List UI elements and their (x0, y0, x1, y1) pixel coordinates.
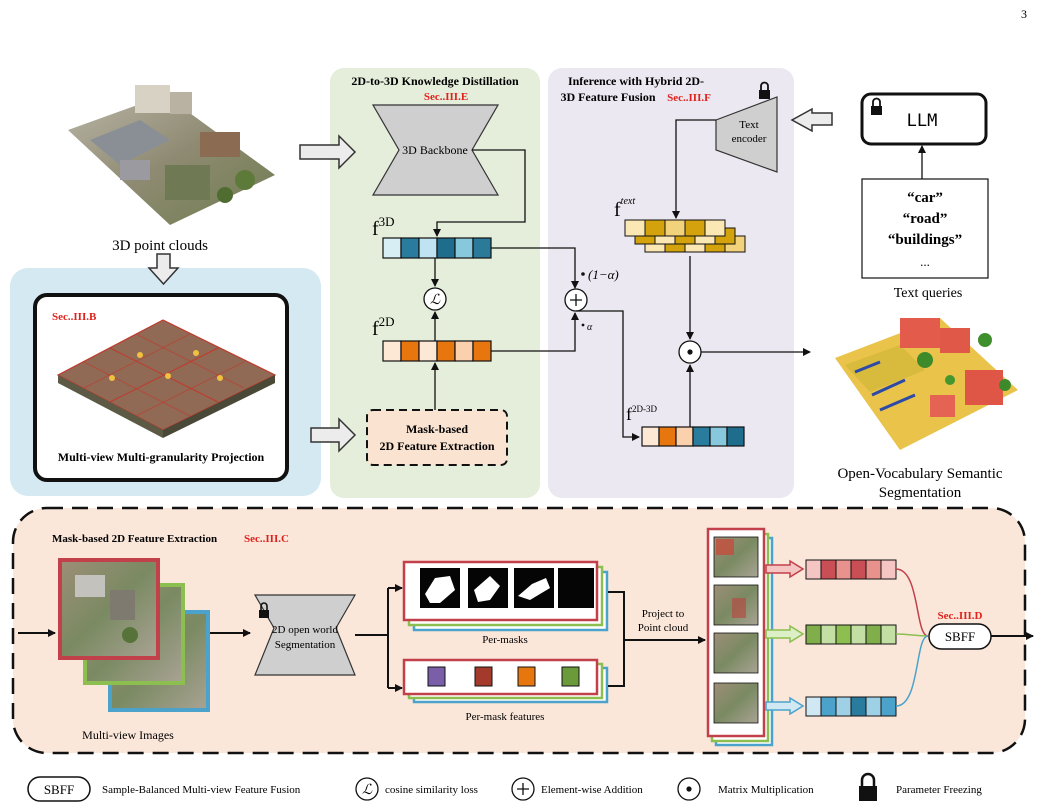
lock-icon (859, 772, 877, 801)
lock-icon (871, 97, 882, 115)
legend-freeze-text: Parameter Freezing (896, 784, 982, 796)
projection-sec: Sec..III.B (52, 311, 97, 323)
hybrid-feature-vector (641, 426, 745, 447)
text-queries-box (861, 178, 989, 279)
text-encoder-label-2: encoder (732, 133, 767, 145)
3d-backbone-label: 3D Backbone (402, 143, 468, 157)
multiview-images (58, 558, 210, 712)
query-item: “buildings” (888, 232, 962, 248)
bottom-sec: Sec..III.C (244, 533, 289, 545)
loss-circle-icon (355, 777, 379, 801)
mask-feature-box (366, 409, 508, 466)
loss-circle-icon (423, 287, 447, 311)
query-item: “car” (907, 190, 943, 206)
lock-icon (759, 81, 770, 99)
segmentation-output-image (835, 318, 1018, 450)
loss-symbol: ℒ (430, 293, 441, 308)
lock-icon (259, 602, 269, 618)
output-label-2: Segmentation (879, 485, 962, 501)
inference-title-2: 3D Feature Fusion (560, 90, 655, 104)
distill-sec: Sec..III.E (424, 91, 468, 103)
projected-images-column (706, 527, 774, 747)
legend-matmul-text: Matrix Multiplication (718, 784, 814, 796)
per-mask-features-stack (402, 658, 609, 704)
f2d-feature-vector (382, 340, 492, 362)
3d-backbone-block (371, 104, 500, 196)
sbff-label: SBFF (945, 629, 975, 644)
f3d-label: f3D (372, 214, 395, 240)
view-feature-vector-blue (805, 696, 897, 717)
text-feature-stack (624, 219, 746, 253)
legend-loss-symbol: ℒ (362, 783, 373, 798)
ftext-label: ftext (614, 196, 635, 221)
output-label-1: Open-Vocabulary Semantic (837, 466, 1002, 482)
llm-label: LLM (907, 111, 938, 131)
fhybrid-label: f2D-3D (626, 404, 657, 424)
per-masks-stack (402, 560, 609, 632)
per-mask-features-label: Per-mask features (466, 711, 545, 723)
projection-grid-image (56, 319, 277, 438)
weight-alpha: α (587, 322, 593, 333)
legend: SBFF Sample-Balanced Multi-view Feature … (27, 772, 982, 802)
segmentation-model-block (253, 594, 357, 676)
mask-box-line1: Mask-based (406, 422, 468, 436)
arrow-down-icon (147, 253, 180, 286)
f3d-feature-vector (382, 237, 492, 259)
distill-title: 2D-to-3D Knowledge Distillation (351, 74, 519, 88)
text-encoder-block (715, 96, 778, 173)
legend-sbff-text: Sample-Balanced Multi-view Feature Fusio… (102, 784, 301, 796)
arrow-left-icon (790, 107, 833, 133)
projection-title: Multi-view Multi-granularity Projection (58, 450, 265, 464)
query-item: ... (920, 254, 930, 269)
per-masks-label: Per-masks (482, 634, 528, 646)
bottom-title: Mask-based 2D Feature Extraction (52, 533, 217, 545)
seg-label-1: 2D open world (272, 624, 338, 636)
seg-label-2: Segmentation (275, 639, 336, 651)
project-label-2: Point cloud (638, 622, 689, 634)
legend-sbff-badge: SBFF (44, 782, 74, 797)
legend-add-text: Element-wise Addition (541, 784, 643, 796)
legend-loss-text: cosine similarity loss (385, 784, 478, 796)
arrow-right-icon (310, 417, 357, 453)
text-queries-caption: Text queries (894, 286, 963, 301)
mask-box-line2: 2D Feature Extraction (379, 439, 494, 453)
page-number: 3 (1021, 7, 1027, 21)
project-label-1: Project to (642, 608, 685, 620)
point-clouds-label: 3D point clouds (112, 238, 208, 254)
f2d-label: f2D (372, 314, 395, 340)
weight-one-minus-alpha: (1−α) (588, 267, 619, 282)
arrow-right-icon (299, 134, 357, 170)
inference-sec: Sec..III.F (667, 92, 711, 104)
inference-panel (548, 68, 794, 498)
text-encoder-label-1: Text (739, 119, 758, 131)
point-cloud-image (68, 85, 275, 225)
view-feature-vector-red (805, 559, 897, 580)
llm-box (860, 92, 988, 146)
query-item: “road” (903, 211, 948, 227)
inference-title-1: Inference with Hybrid 2D- (568, 74, 704, 88)
view-feature-vector-green (805, 624, 897, 645)
sbff-sec: Sec..III.D (938, 610, 983, 622)
multiview-caption: Multi-view Images (82, 728, 174, 742)
